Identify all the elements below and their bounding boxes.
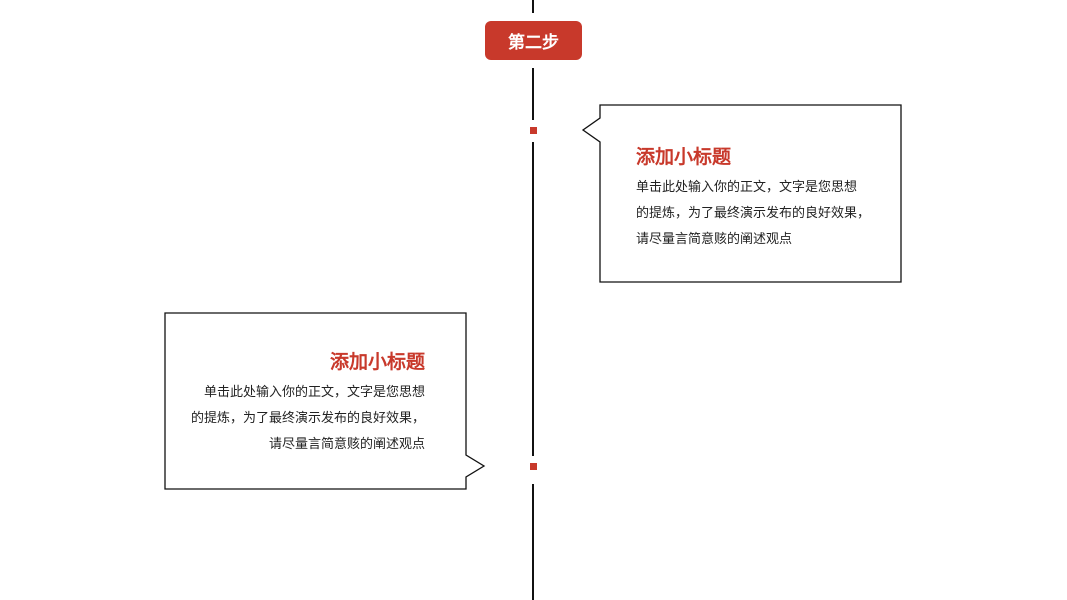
card-left: 添加小标题 单击此处输入你的正文，文字是您思想 的提炼，为了最终演示发布的良好效… [165, 347, 425, 458]
card-text-line: 请尽量言简意赅的阐述观点 [636, 232, 793, 247]
card-title: 添加小标题 [636, 146, 732, 168]
step-badge: 第二步 [485, 21, 582, 60]
step-label: 第二步 [508, 33, 559, 53]
timeline-line [532, 484, 534, 600]
timeline-line [532, 142, 534, 456]
card-text-line: 单击此处输入你的正文，文字是您思想 [203, 385, 425, 400]
card-text-line: 单击此处输入你的正文，文字是您思想 [636, 180, 858, 195]
card-text-line: 请尽量言简意赅的阐述观点 [268, 437, 425, 452]
card-title: 添加小标题 [329, 351, 425, 373]
timeline-line [532, 0, 534, 13]
card-text-line: 的提炼，为了最终演示发布的良好效果， [636, 206, 871, 221]
card-text-line: 的提炼，为了最终演示发布的良好效果， [190, 411, 425, 426]
timeline-line [532, 68, 534, 120]
timeline-marker [530, 463, 537, 470]
card-right: 添加小标题 单击此处输入你的正文，文字是您思想 的提炼，为了最终演示发布的良好效… [636, 142, 896, 253]
timeline-marker [530, 127, 537, 134]
